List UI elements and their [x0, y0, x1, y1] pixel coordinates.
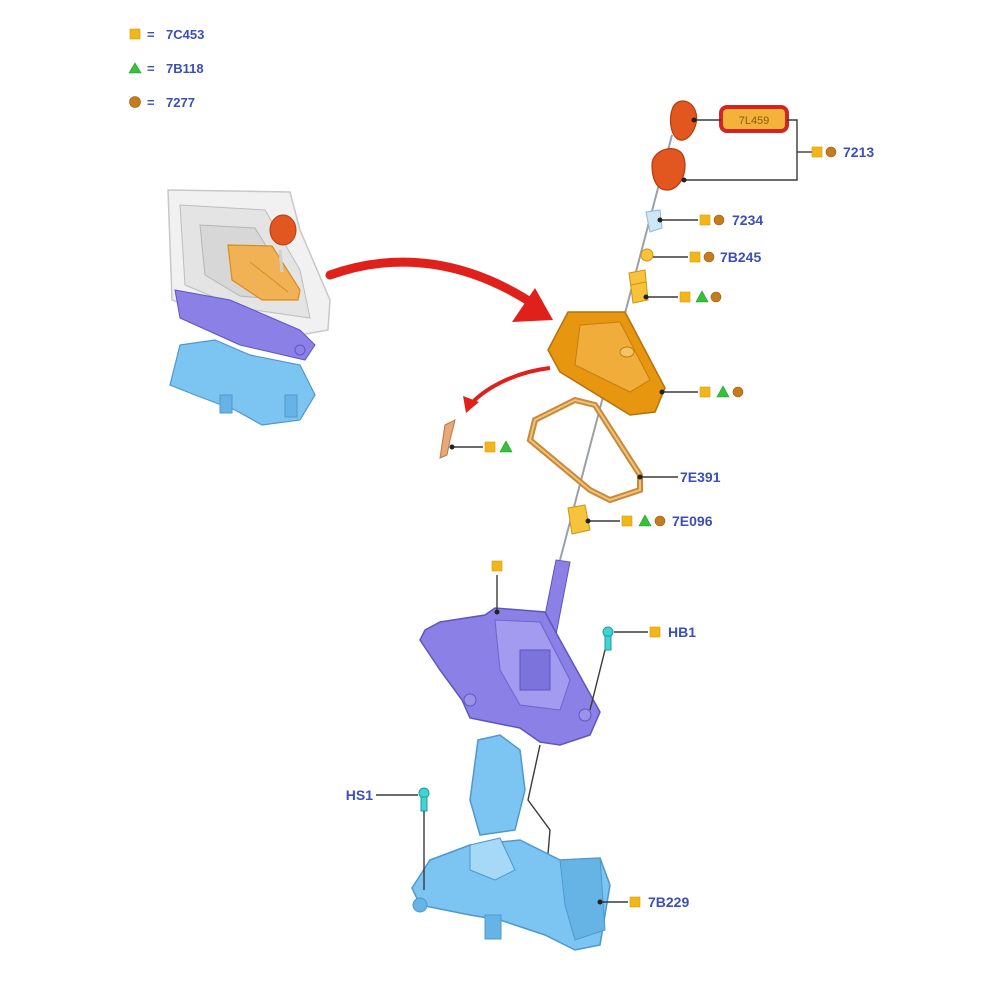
- bolt-hs1: [418, 787, 430, 812]
- legend-equals: =: [147, 95, 155, 110]
- highlighted-part-label: 7L459: [739, 115, 770, 127]
- callout-7213: 7213: [843, 144, 874, 160]
- highlighted-part-callout: 7L459: [719, 105, 789, 133]
- legend-equals: =: [147, 27, 155, 42]
- legend-item-triangle: = 7B118: [128, 61, 204, 76]
- shifter-mechanism: [419, 607, 601, 746]
- circle-icon: [129, 96, 141, 108]
- nut: [640, 248, 654, 262]
- legend-code: 7277: [166, 95, 195, 110]
- collar: [567, 504, 591, 535]
- direction-arrow: [325, 257, 540, 310]
- legend-item-square: = 7C453: [129, 27, 204, 42]
- ferrule: [628, 269, 649, 304]
- shift-knob-bottom: [651, 148, 686, 191]
- legend: = 7C453 = 7B118 = 7277: [128, 27, 204, 110]
- shift-boot: [547, 311, 666, 416]
- console-inset-illustration: [167, 189, 331, 426]
- legend-equals: =: [147, 61, 155, 76]
- legend-code: 7B118: [166, 61, 204, 76]
- square-icon: [129, 28, 141, 40]
- retaining-clip: [439, 419, 456, 459]
- boot-retainer-frame: [526, 396, 643, 504]
- clip-arrow: [468, 366, 551, 407]
- arrowhead-icon: [463, 396, 479, 413]
- shifter-base: [411, 734, 611, 951]
- callout-7E096: 7E096: [672, 513, 713, 529]
- legend-item-circle: = 7277: [129, 95, 195, 110]
- callout-HB1: HB1: [668, 624, 696, 640]
- legend-code: 7C453: [166, 27, 204, 42]
- callout-HS1: HS1: [346, 787, 373, 803]
- shift-knob-top: [669, 100, 698, 141]
- callout-7234: 7234: [732, 212, 763, 228]
- bolt-hb1: [602, 626, 614, 651]
- callout-7B229: 7B229: [648, 894, 689, 910]
- triangle-icon: [128, 62, 142, 74]
- shaft-pin: [645, 209, 663, 233]
- arrowhead-icon: [512, 288, 553, 322]
- callout-7E391: 7E391: [680, 469, 721, 485]
- callout-7B245: 7B245: [720, 249, 761, 265]
